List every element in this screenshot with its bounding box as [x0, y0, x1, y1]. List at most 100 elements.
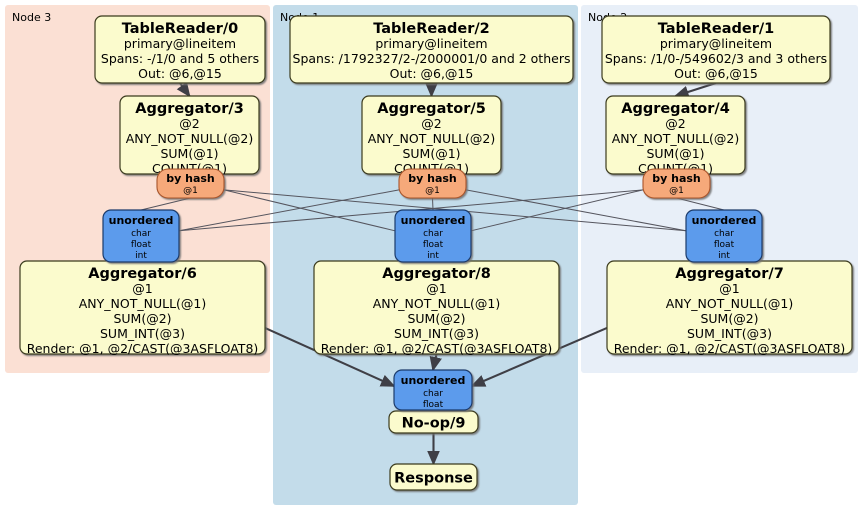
panel-label: Node 3 [12, 11, 51, 24]
stream-type: float [131, 240, 152, 250]
processor-detail-line: @2 [665, 116, 685, 131]
stream-box[interactable] [393, 369, 473, 411]
stream-type: float [423, 400, 444, 410]
processor-aggregator7[interactable]: Aggregator/7@1ANY_NOT_NULL(@1)SUM(@2)SUM… [606, 260, 853, 356]
processor-title: Aggregator/8 [382, 266, 491, 282]
router-title: by hash [652, 172, 701, 185]
stream-type: char [423, 389, 443, 399]
stream-type: float [714, 240, 735, 250]
processor-aggregator8[interactable]: Aggregator/8@1ANY_NOT_NULL(@1)SUM(@2)SUM… [313, 260, 560, 356]
processor-title: Response [394, 471, 473, 487]
processor-detail-line: ANY_NOT_NULL(@2) [126, 131, 254, 146]
stream-box[interactable] [102, 209, 180, 263]
processor-detail-line: ANY_NOT_NULL(@1) [373, 296, 501, 311]
stream-title: unordered [401, 214, 466, 227]
processor-detail-line: Spans: -/1/0 and 5 others [101, 51, 259, 66]
processor-title: Aggregator/7 [675, 266, 784, 282]
processor-detail-line: SUM(@2) [113, 311, 171, 326]
edge-agg6-to-final [264, 327, 396, 387]
processor-detail-line: Out: @6,@15 [390, 66, 474, 81]
processor-detail-line: SUM(@2) [700, 311, 758, 326]
stream-type: char [131, 229, 151, 239]
stream-box[interactable] [685, 209, 763, 263]
processor-aggregator5[interactable]: Aggregator/5@2ANY_NOT_NULL(@2)SUM(@1)COU… [361, 95, 502, 176]
stream-type: char [714, 229, 734, 239]
processor-detail-line: @1 [132, 281, 152, 296]
router-box[interactable] [642, 168, 711, 199]
processor-detail-line: SUM_INT(@3) [100, 326, 185, 341]
processor-title: TableReader/2 [373, 21, 490, 37]
stream-type: int [427, 251, 439, 261]
processor-detail-line: primary@lineitem [660, 36, 772, 51]
processor-detail-line: @2 [179, 116, 199, 131]
processor-detail-line: ANY_NOT_NULL(@1) [666, 296, 794, 311]
processor-title: Aggregator/6 [88, 266, 197, 282]
processor-detail-line: @2 [421, 116, 441, 131]
processor-detail-line: Spans: /1/0-/549602/3 and 3 others [605, 51, 827, 66]
processor-title: Aggregator/4 [621, 101, 730, 117]
router-byhash-left[interactable]: by hash@1 [156, 168, 225, 199]
processor-aggregator4[interactable]: Aggregator/4@2ANY_NOT_NULL(@2)SUM(@1)COU… [605, 95, 746, 176]
processor-detail-line: Spans: /1792327/2-/2000001/0 and 2 other… [293, 51, 571, 66]
processor-box[interactable] [389, 463, 478, 491]
stream-title: unordered [401, 374, 466, 387]
router-sub: @1 [183, 186, 198, 196]
stream-title: unordered [109, 214, 174, 227]
stream-title: unordered [692, 214, 757, 227]
edge-tr1-to-agg4 [673, 82, 717, 99]
processor-title: TableReader/1 [658, 21, 775, 37]
processor-box[interactable] [388, 410, 479, 434]
edge-agg8-to-final [429, 353, 442, 372]
processor-box[interactable] [289, 15, 574, 84]
router-byhash-right[interactable]: by hash@1 [642, 168, 711, 199]
edges-layer [140, 81, 725, 466]
edge-hashL-to-unM [223, 189, 396, 232]
processor-aggregator6[interactable]: Aggregator/6@1ANY_NOT_NULL(@1)SUM(@2)SUM… [19, 260, 266, 356]
processor-detail-line: @1 [719, 281, 739, 296]
processor-aggregator3[interactable]: Aggregator/3@2ANY_NOT_NULL(@2)SUM(@1)COU… [119, 95, 260, 176]
processor-title: No-op/9 [402, 416, 466, 432]
edge-hashL-to-unL [140, 197, 191, 211]
processor-detail-line: SUM_INT(@3) [394, 326, 479, 341]
router-sub: @1 [669, 186, 684, 196]
router-title: by hash [408, 172, 457, 185]
stream-type: int [718, 251, 730, 261]
processor-title: Aggregator/5 [377, 101, 486, 117]
processor-box[interactable] [601, 15, 831, 84]
processor-detail-line: SUM_INT(@3) [687, 326, 772, 341]
edge-hashR-to-unR [676, 197, 725, 211]
processor-box[interactable] [94, 15, 266, 84]
processor-response[interactable]: Response [389, 463, 478, 491]
stream-box[interactable] [394, 209, 472, 263]
router-title: by hash [166, 172, 215, 185]
stream-type: int [135, 251, 147, 261]
router-box[interactable] [398, 168, 467, 199]
processor-title: TableReader/0 [122, 21, 239, 37]
router-sub: @1 [425, 186, 440, 196]
processor-detail-line: Out: @6,@15 [138, 66, 222, 81]
processor-detail-line: primary@lineitem [375, 36, 487, 51]
processor-detail-line: SUM(@2) [407, 311, 465, 326]
processor-detail-line: Render: @1, @2/CAST(@3ASFLOAT8) [614, 341, 846, 356]
router-box[interactable] [156, 168, 225, 199]
processor-detail-line: Render: @1, @2/CAST(@3ASFLOAT8) [321, 341, 553, 356]
processor-detail-line: ANY_NOT_NULL(@2) [612, 131, 740, 146]
processor-detail-line: Out: @6,@15 [674, 66, 758, 81]
stream-type: char [423, 229, 443, 239]
processor-detail-line: SUM(@1) [160, 146, 218, 161]
edge-hashR-to-unM [470, 189, 644, 232]
processor-noop9[interactable]: No-op/9 [388, 410, 479, 434]
router-byhash-middle[interactable]: by hash@1 [398, 168, 467, 199]
stream-type: float [423, 240, 444, 250]
edge-hashM-to-unL [178, 189, 400, 232]
processor-detail-line: ANY_NOT_NULL(@2) [368, 131, 496, 146]
